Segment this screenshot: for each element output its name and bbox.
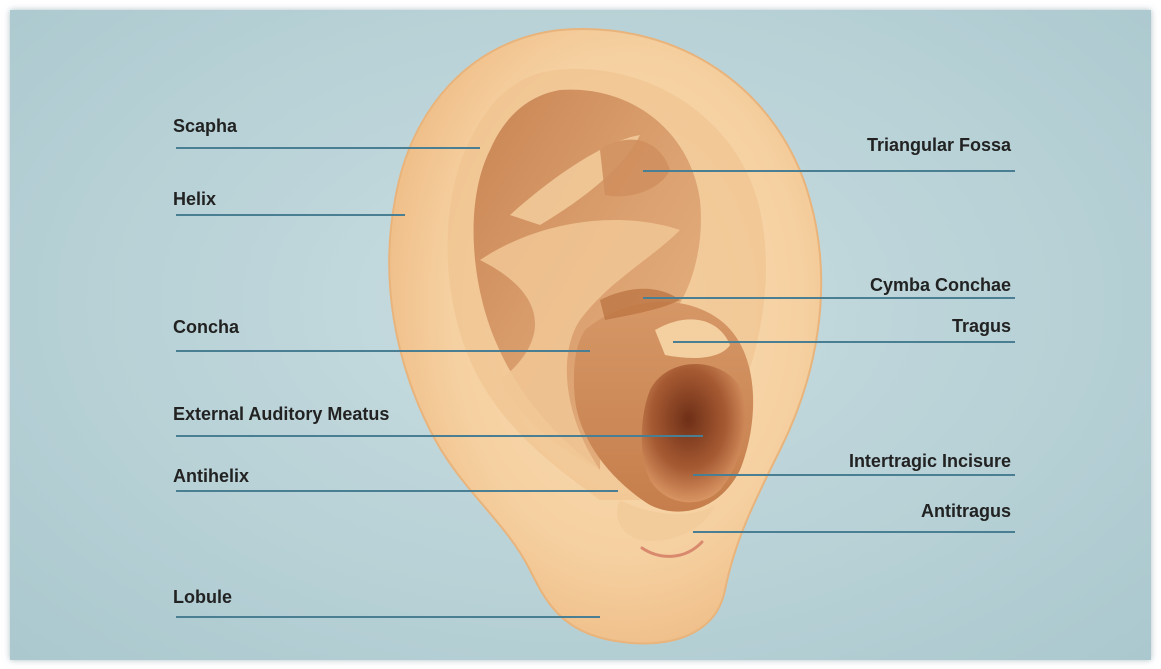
label-concha: Concha <box>173 318 239 336</box>
label-triangular-fossa: Triangular Fossa <box>867 136 1011 154</box>
label-external-auditory-meatus: External Auditory Meatus <box>173 405 389 423</box>
label-intertragic-incisure: Intertragic Incisure <box>849 452 1011 470</box>
label-cymba-conchae: Cymba Conchae <box>870 276 1011 294</box>
label-lobule: Lobule <box>173 588 232 606</box>
label-antitragus: Antitragus <box>921 502 1011 520</box>
label-helix: Helix <box>173 190 216 208</box>
label-tragus: Tragus <box>952 317 1011 335</box>
label-scapha: Scapha <box>173 117 237 135</box>
label-antihelix: Antihelix <box>173 467 249 485</box>
